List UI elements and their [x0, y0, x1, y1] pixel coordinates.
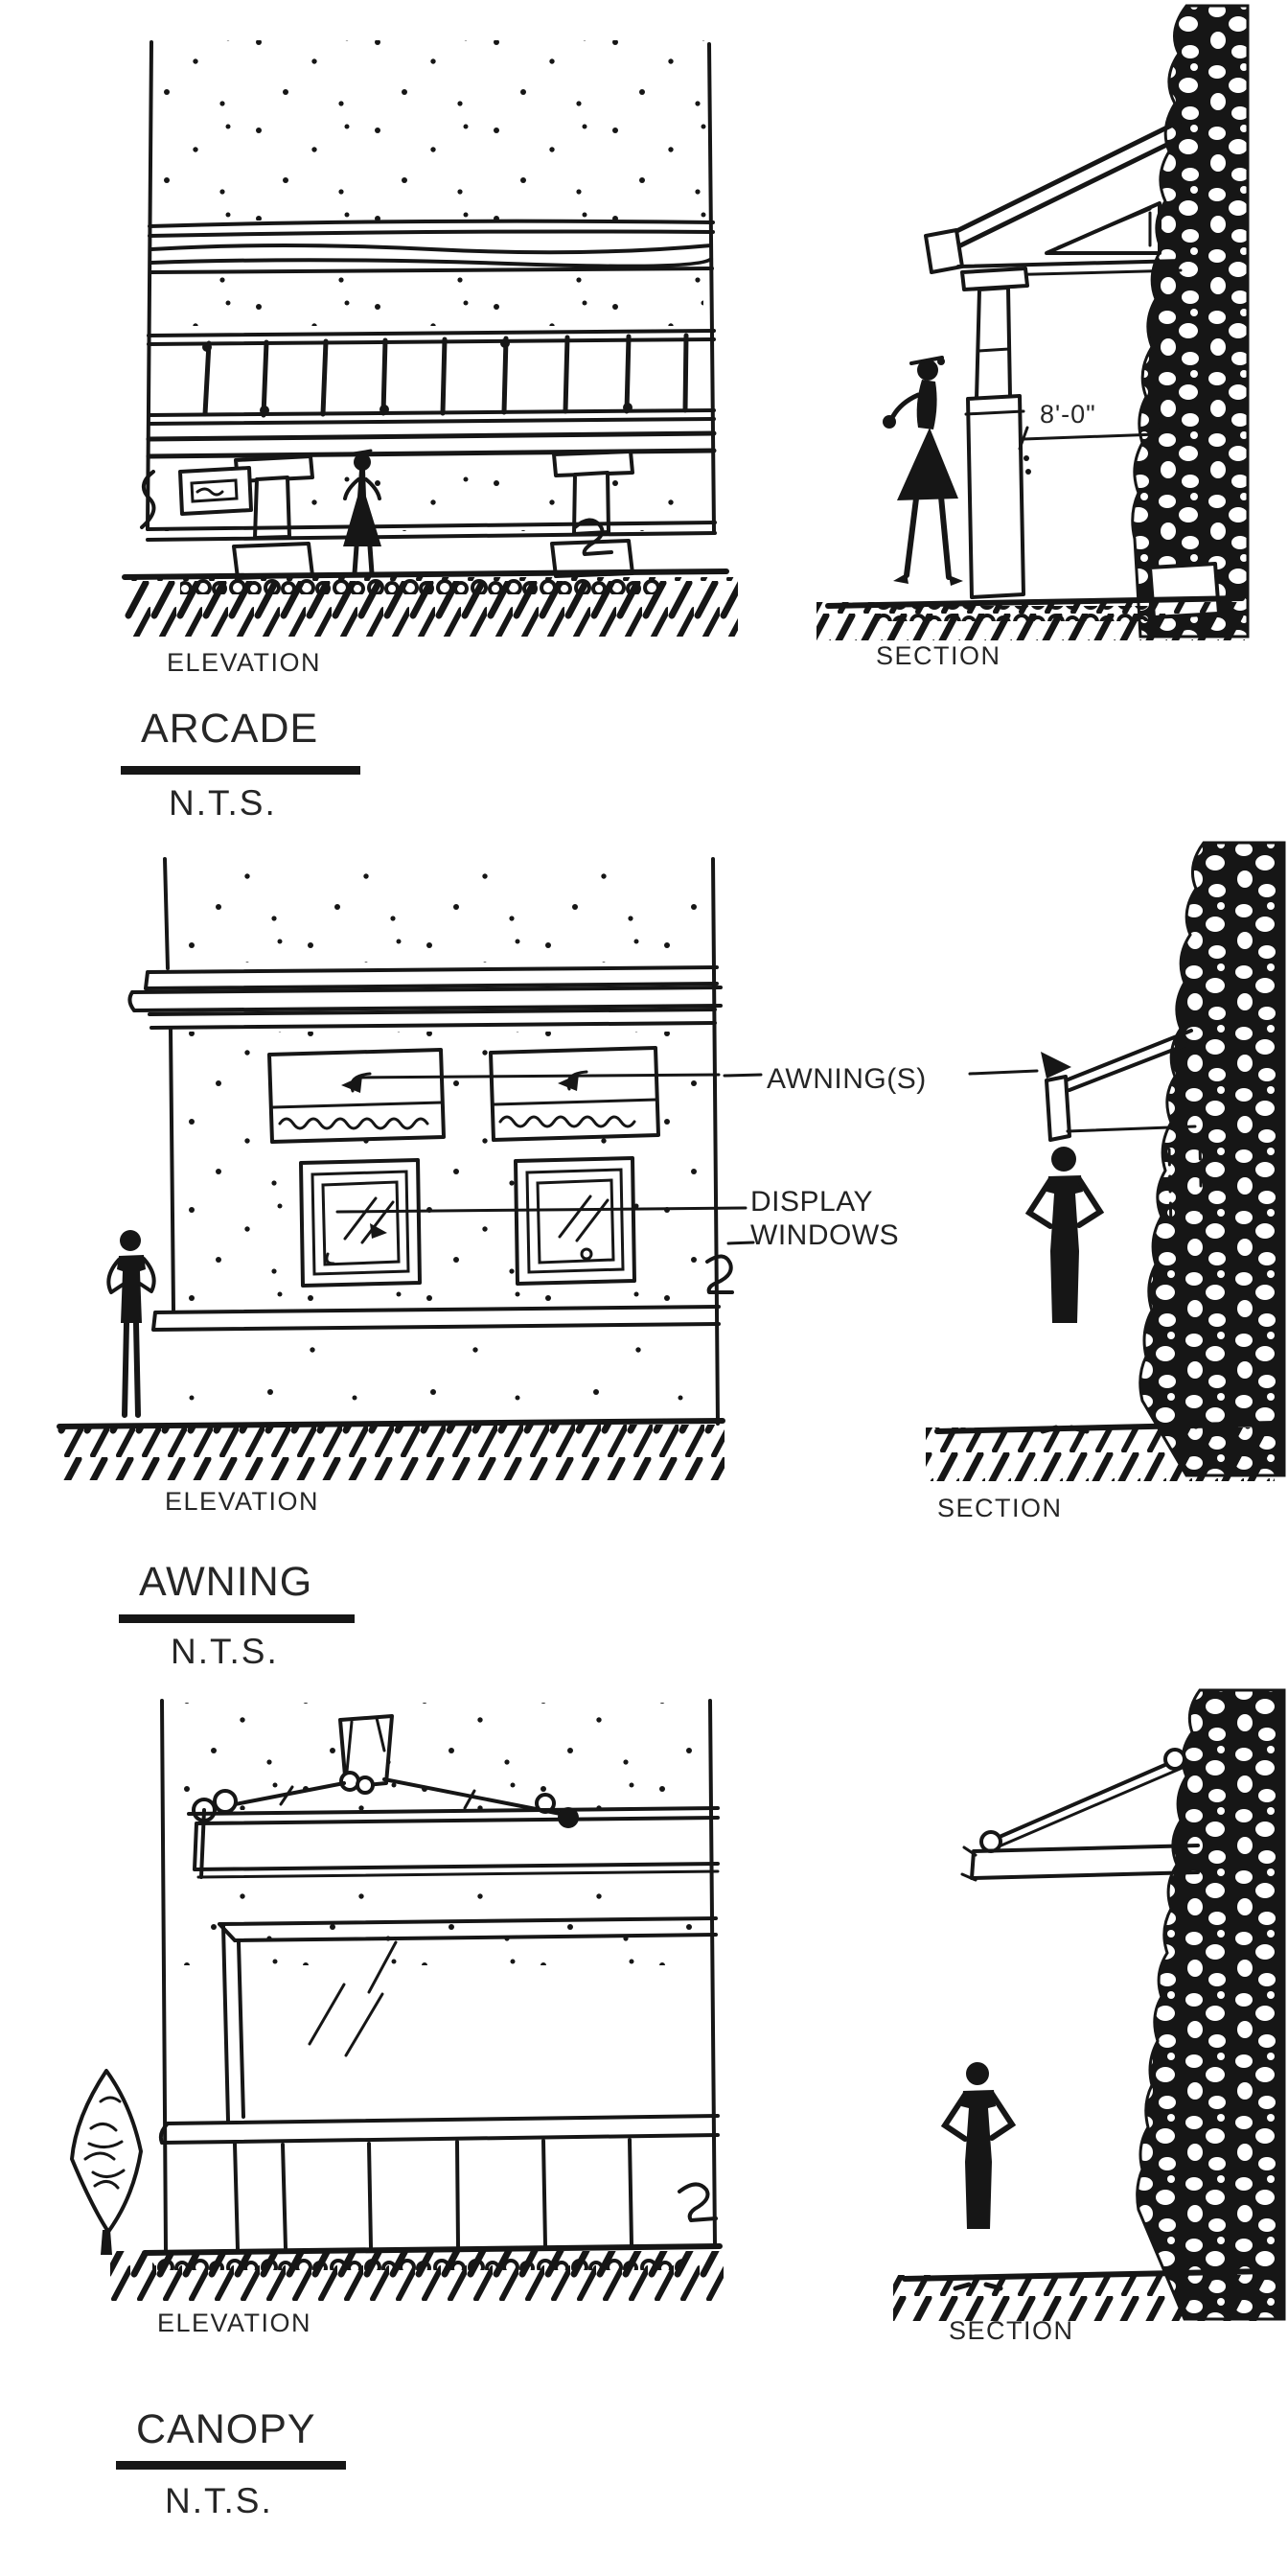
- upper-wall-stipple: [172, 861, 707, 963]
- wall-right-edge: [708, 1699, 717, 2248]
- arcade-title-underline: [121, 766, 360, 775]
- arcade-elevation-sketch: [122, 40, 738, 637]
- arcade-base-course: [146, 521, 717, 542]
- arcade-title: ARCADE: [141, 706, 319, 752]
- arcade-section-sketch: [816, 4, 1250, 640]
- person-figure: [883, 356, 963, 586]
- ground-hatching: [926, 1421, 1277, 1481]
- arcade-section-column: [960, 267, 1029, 599]
- awning-elevation-label: ELEVATION: [165, 1487, 320, 1516]
- wall-left-edge: [160, 1699, 168, 2253]
- canopy-section-label: SECTION: [949, 2316, 1074, 2345]
- awning-profile: [1045, 1029, 1197, 1142]
- window-sill: [158, 2114, 720, 2145]
- display-windows-callout-leader: [335, 1206, 755, 1245]
- stone-wall: [1131, 4, 1250, 638]
- canopy-title-underline: [116, 2461, 346, 2470]
- arcade-elevation-label: ELEVATION: [167, 648, 322, 677]
- arcade-clear-height-dimension: 8'-0": [1040, 400, 1096, 429]
- break-mark: [678, 2182, 718, 2222]
- awning-left: [267, 1048, 446, 1144]
- upper-wall-stipple: [168, 1703, 706, 1810]
- person-figure: [1024, 1147, 1105, 1434]
- awnings-callout: AWNING(S): [767, 1063, 927, 1095]
- bulkhead-joints: [233, 2138, 633, 2251]
- display-window-left: [299, 1158, 422, 1288]
- canopy-scale-note: N.T.S.: [165, 2481, 273, 2520]
- awning-callout-leader: [355, 1052, 1071, 1079]
- display-windows-callout-line2: WINDOWS: [750, 1219, 900, 1251]
- arcade-roof: [924, 118, 1187, 278]
- display-windows-callout-line1: DISPLAY: [750, 1186, 873, 1218]
- arcade-elevation-wall: [146, 40, 716, 533]
- person-figure: [343, 449, 381, 576]
- ground-hatching: [122, 569, 738, 637]
- awning-section-label: SECTION: [937, 1494, 1063, 1522]
- awning-scale-note: N.T.S.: [171, 1632, 279, 1671]
- dimension-line: [1018, 422, 1162, 475]
- arcade-scale-note: N.T.S.: [169, 783, 277, 823]
- canopy-elevation-label: ELEVATION: [157, 2309, 312, 2337]
- canopy-section-sketch: [893, 1688, 1286, 2321]
- awning-title-underline: [119, 1614, 355, 1623]
- dashed-wall-outline: [1167, 1138, 1204, 1230]
- display-window: [218, 1916, 718, 2123]
- wall-face-edge: [169, 1026, 175, 1311]
- person-figure: [106, 1230, 156, 1418]
- mid-wall-stipple: [170, 1887, 704, 1965]
- canopy-slab: [187, 1806, 720, 1879]
- cornice: [127, 965, 723, 1030]
- arcade-sign-plaque: [178, 466, 253, 516]
- canopy-tie-rod: [979, 1748, 1186, 1853]
- ground-hatching: [816, 595, 1248, 640]
- wall-left-edge: [163, 857, 170, 970]
- ground-hatching: [893, 2268, 1273, 2321]
- display-windows-callout: DISPLAY WINDOWS: [750, 1185, 899, 1252]
- canopy-slab-profile: [960, 1844, 1200, 1882]
- arcade-section-label: SECTION: [876, 641, 1001, 670]
- break-marks: [140, 470, 613, 556]
- arcade-right-column: [550, 450, 634, 578]
- ground-hatching: [57, 1418, 725, 1480]
- awning-right: [489, 1046, 660, 1142]
- display-window-right: [514, 1156, 636, 1286]
- shrub-figure: [70, 2069, 143, 2255]
- wall-right-edge: [711, 857, 720, 1426]
- bulkhead-base: [151, 1305, 721, 1421]
- arcade-frieze-band: [147, 329, 716, 426]
- canopy-title: CANOPY: [136, 2406, 316, 2452]
- awning-title: AWNING: [139, 1559, 313, 1605]
- canopy-elevation-sketch: [70, 1699, 724, 2301]
- break-mark: [705, 1254, 734, 1294]
- awning-elevation-sketch: [57, 857, 734, 1480]
- ground-hatching: [110, 2243, 724, 2301]
- person-figure: [940, 2062, 1017, 2291]
- awning-section-sketch: [926, 841, 1286, 1481]
